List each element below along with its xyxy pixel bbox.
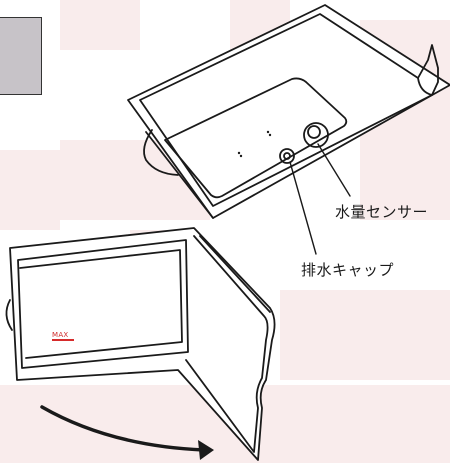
tank-outer-rim bbox=[127, 4, 450, 219]
tank-inner-well bbox=[164, 77, 348, 199]
water-sensor-callout-line bbox=[317, 143, 351, 197]
panel-outer bbox=[9, 227, 276, 461]
water-sensor-housing bbox=[303, 122, 329, 148]
drain-cap-callout-line bbox=[289, 161, 317, 255]
water-sensor-inner bbox=[307, 125, 321, 139]
tank-left-handle bbox=[143, 129, 179, 176]
tank-corner-tab bbox=[417, 44, 439, 96]
panel-right-face bbox=[185, 235, 269, 453]
screw-dots bbox=[237, 130, 272, 158]
water-sensor-label: 水量センサー bbox=[335, 203, 429, 221]
grey-tab bbox=[0, 17, 42, 95]
tank bbox=[127, 4, 450, 255]
panel-left-face bbox=[17, 239, 189, 369]
drain-cap-label: 排水キャップ bbox=[301, 261, 395, 279]
drain-cap-shape bbox=[279, 148, 295, 164]
max-label: MAX bbox=[52, 331, 69, 339]
direction-arrow bbox=[40, 405, 214, 460]
open-panel bbox=[5, 227, 276, 461]
